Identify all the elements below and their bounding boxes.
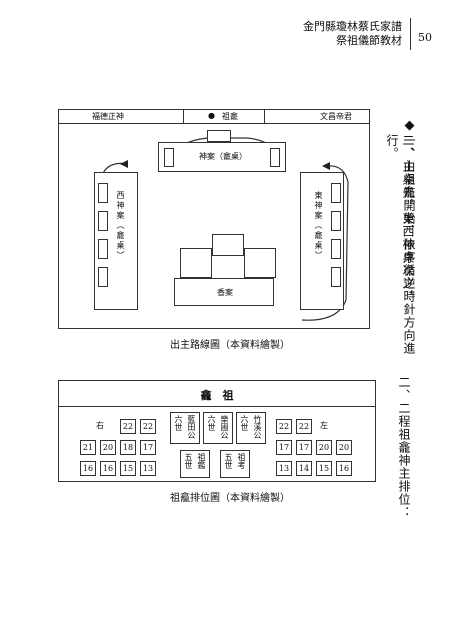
table-slot bbox=[98, 183, 108, 203]
table-slot bbox=[331, 239, 341, 259]
tablet-number: 17 bbox=[140, 440, 156, 455]
ancestor-tag: 藍田公 六世 bbox=[170, 412, 200, 444]
tablet-diagram-caption: 祖龕排位圖（本資料繪製） bbox=[170, 493, 290, 504]
table-slot bbox=[98, 211, 108, 231]
header-title: 金門縣瓊林蔡氏家譜 祭祖儀節教材 bbox=[303, 20, 402, 48]
incense-table-label: 香案 bbox=[217, 288, 233, 297]
tablet-number: 18 bbox=[120, 440, 136, 455]
label-wenchang: 文昌帝君 bbox=[320, 112, 352, 121]
center-table: 神案（龕桌） bbox=[158, 142, 286, 172]
tablet-diagram bbox=[58, 380, 376, 482]
table-leg bbox=[270, 148, 280, 167]
tablet-number: 22 bbox=[296, 419, 312, 434]
ancestor-tag: 竹溪公 六世 bbox=[236, 412, 266, 444]
incense-stand bbox=[212, 234, 244, 256]
right-text-line2: 一、由祖龕開始，依序循逆時針方向進行。 bbox=[385, 134, 416, 355]
incense-holder bbox=[207, 130, 231, 142]
east-table: 東神案（龕桌） bbox=[300, 172, 344, 310]
tablet-diagram-title: 龕 祖 bbox=[200, 389, 234, 402]
tablet-number: 16 bbox=[80, 461, 96, 476]
ancestor-tag: 祖考 五世 bbox=[220, 450, 250, 478]
route-diagram-caption: 出主路線圖（本資料繪製） bbox=[170, 340, 290, 351]
incense-table: 香案 bbox=[174, 278, 274, 306]
header-divider bbox=[410, 18, 411, 50]
tablet-number: 14 bbox=[296, 461, 312, 476]
tablet-diagram-header: 龕 祖 bbox=[58, 380, 376, 407]
tablet-number: 17 bbox=[296, 440, 312, 455]
tag-col2: 五世 bbox=[224, 453, 233, 469]
tag-col1: 祖考 bbox=[237, 453, 246, 469]
tablet-number: 20 bbox=[316, 440, 332, 455]
tablet-number: 15 bbox=[316, 461, 332, 476]
header-line1: 金門縣瓊林蔡氏家譜 bbox=[303, 20, 402, 33]
table-slot bbox=[331, 267, 341, 287]
tablet-number: 16 bbox=[336, 461, 352, 476]
tablet-number: 17 bbox=[276, 440, 292, 455]
ancestor-tag: 祖鑑 五世 bbox=[180, 450, 210, 478]
incense-stand-right bbox=[244, 248, 276, 278]
tag-col1: 藍田公 bbox=[187, 415, 196, 439]
diamond-icon: ◆ bbox=[402, 118, 417, 134]
route-diagram-top-bar: 福德正神 ● 祖龕 文昌帝君 bbox=[58, 109, 370, 124]
label-zukan: 祖龕 bbox=[222, 112, 238, 121]
header-line2: 祭祖儀節教材 bbox=[336, 34, 402, 47]
tablet-number: 22 bbox=[140, 419, 156, 434]
table-leg bbox=[164, 148, 174, 167]
tag-col2: 六世 bbox=[207, 415, 216, 431]
table-slot bbox=[98, 239, 108, 259]
bullet-icon: ● bbox=[208, 111, 215, 120]
tablet-number: 22 bbox=[276, 419, 292, 434]
page-number: 50 bbox=[418, 31, 432, 44]
tablet-number: 13 bbox=[276, 461, 292, 476]
tag-col2: 五世 bbox=[184, 453, 193, 469]
table-slot bbox=[331, 211, 341, 231]
table-slot bbox=[98, 267, 108, 287]
label-left: 左 bbox=[320, 421, 328, 430]
right-text-line3: 二、二程祖龕神主排位： bbox=[397, 376, 411, 519]
tablet-number: 16 bbox=[100, 461, 116, 476]
divider bbox=[264, 109, 265, 124]
right-text-line1: 二、主桌先，東西神桌次之。 bbox=[401, 134, 415, 303]
incense-stand-left bbox=[180, 248, 212, 278]
table-slot bbox=[331, 183, 341, 203]
tablet-number: 15 bbox=[120, 461, 136, 476]
tag-col2: 六世 bbox=[240, 415, 249, 431]
label-right: 右 bbox=[96, 421, 104, 430]
tablet-number: 22 bbox=[120, 419, 136, 434]
west-table: 西神案（龕桌） bbox=[94, 172, 138, 310]
tag-col1: 祖鑑 bbox=[197, 453, 206, 469]
label-fude: 福德正神 bbox=[92, 112, 124, 121]
tag-col1: 竹溪公 bbox=[253, 415, 262, 439]
tablet-number: 20 bbox=[100, 440, 116, 455]
tablet-number: 21 bbox=[80, 440, 96, 455]
east-table-label: 東神案（龕桌） bbox=[314, 191, 323, 261]
west-table-label: 西神案（龕桌） bbox=[116, 191, 125, 261]
tag-col2: 六世 bbox=[174, 415, 183, 431]
route-diagram bbox=[58, 109, 370, 329]
tablet-number: 20 bbox=[336, 440, 352, 455]
center-table-label: 神案（龕桌） bbox=[199, 152, 247, 161]
tag-col1: 樂圃公 bbox=[220, 415, 229, 439]
divider bbox=[183, 109, 184, 124]
tablet-number: 13 bbox=[140, 461, 156, 476]
ancestor-tag: 樂圃公 六世 bbox=[203, 412, 233, 444]
